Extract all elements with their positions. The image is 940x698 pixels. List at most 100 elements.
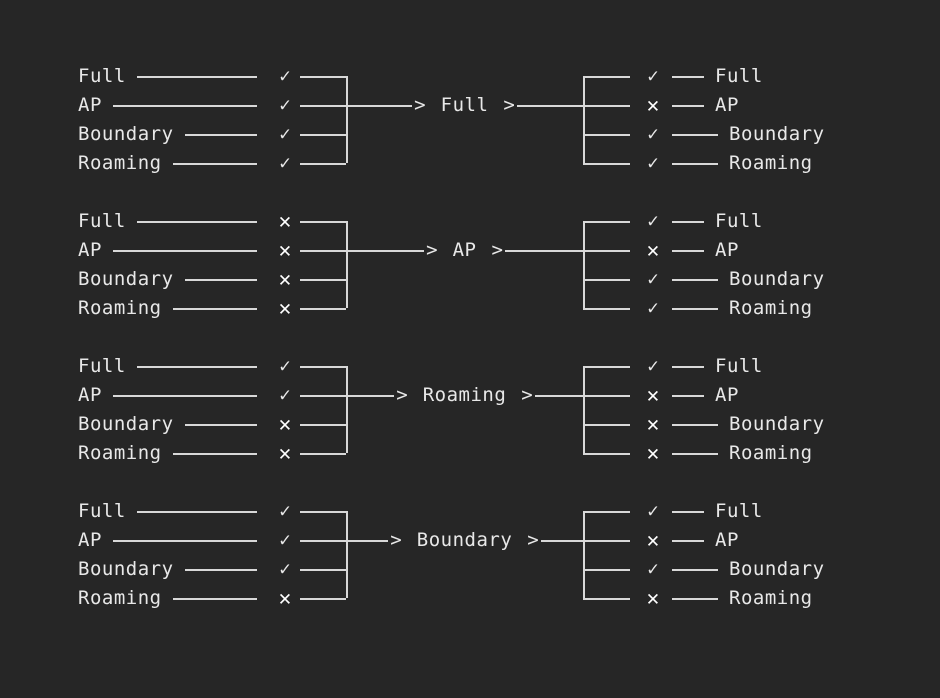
check-icon: ✓ bbox=[279, 558, 291, 580]
incoming-mark-cell: ✕ bbox=[272, 265, 298, 294]
incoming-mark-cell: ✓ bbox=[272, 149, 298, 178]
outgoing-state-label: Roaming bbox=[729, 297, 813, 319]
bracket-stub bbox=[583, 394, 630, 397]
check-icon: ✓ bbox=[647, 355, 659, 377]
leader-line bbox=[172, 452, 257, 455]
leader-line bbox=[112, 394, 257, 397]
connector-line-out bbox=[504, 249, 584, 252]
bracket-spine bbox=[346, 75, 348, 163]
incoming-mark-column: ✕✕✕✕ bbox=[272, 207, 298, 337]
bracket-spine bbox=[583, 220, 585, 308]
outgoing-state-label: Full bbox=[715, 355, 763, 377]
outgoing-state-row: Full bbox=[672, 62, 892, 91]
bracket-stub bbox=[300, 104, 346, 107]
leader-line bbox=[112, 539, 257, 542]
bracket-spine bbox=[583, 75, 585, 163]
outgoing-state-row: Boundary bbox=[672, 120, 892, 149]
bracket-stub bbox=[583, 220, 630, 223]
outgoing-mark-column: ✓✕✓✓ bbox=[640, 62, 666, 192]
outgoing-state-label: Boundary bbox=[729, 558, 825, 580]
leader-line bbox=[112, 104, 257, 107]
check-icon: ✓ bbox=[647, 500, 659, 522]
bracket-stub bbox=[300, 365, 346, 368]
check-icon: ✓ bbox=[647, 123, 659, 145]
incoming-mark-column: ✓✓✕✕ bbox=[272, 352, 298, 482]
outgoing-mark-cell: ✓ bbox=[640, 207, 666, 236]
leader-line bbox=[136, 75, 257, 78]
check-icon: ✓ bbox=[279, 355, 291, 377]
bracket-spine bbox=[583, 510, 585, 598]
incoming-mark-column: ✓ ✓ ✓ ✕ bbox=[272, 497, 298, 627]
cross-icon: ✕ bbox=[646, 586, 660, 610]
connector-line-out bbox=[534, 394, 584, 397]
outgoing-state-label: Full bbox=[715, 500, 763, 522]
incoming-state-label: Boundary bbox=[78, 413, 174, 435]
incoming-mark-cell: ✕ bbox=[272, 584, 298, 613]
arrow-out-icon: > bbox=[491, 239, 503, 261]
bracket-stub bbox=[583, 365, 630, 368]
outgoing-state-row: Roaming bbox=[672, 149, 892, 178]
outgoing-state-label: AP bbox=[715, 384, 739, 406]
bracket-stub bbox=[583, 104, 630, 107]
check-icon: ✓ bbox=[279, 384, 291, 406]
check-icon: ✓ bbox=[279, 500, 291, 522]
outgoing-state-label: Roaming bbox=[729, 587, 813, 609]
tail-line bbox=[672, 307, 718, 310]
incoming-state-label: AP bbox=[78, 239, 102, 261]
cross-icon: ✕ bbox=[646, 93, 660, 117]
arrow-in-icon: > bbox=[414, 94, 426, 116]
outgoing-state-row: AP bbox=[672, 236, 892, 265]
outgoing-mark-cell: ✓ bbox=[640, 497, 666, 526]
arrow-in-icon: > bbox=[426, 239, 438, 261]
outgoing-state-row: Boundary bbox=[672, 410, 892, 439]
tail-line bbox=[672, 278, 718, 281]
incoming-state-row: Roaming bbox=[78, 439, 266, 468]
outgoing-mark-cell: ✓ bbox=[640, 555, 666, 584]
incoming-mark-cell: ✕ bbox=[272, 294, 298, 323]
incoming-state-row: AP bbox=[78, 526, 266, 555]
incoming-state-row: Roaming bbox=[78, 149, 266, 178]
outgoing-state-label: AP bbox=[715, 94, 739, 116]
node-label: Boundary bbox=[416, 529, 513, 551]
incoming-state-row: Boundary bbox=[78, 120, 266, 149]
cross-icon: ✕ bbox=[278, 209, 292, 233]
bracket-stub bbox=[300, 568, 346, 571]
outgoing-mark-cell: ✓ bbox=[640, 352, 666, 381]
incoming-state-label: Boundary bbox=[78, 123, 174, 145]
incoming-state-row: Full bbox=[78, 352, 266, 381]
outgoing-state-label: AP bbox=[715, 239, 739, 261]
tail-line bbox=[672, 249, 704, 252]
outgoing-state-label: Full bbox=[715, 65, 763, 87]
bracket-stub bbox=[300, 162, 346, 165]
incoming-state-row: Boundary bbox=[78, 265, 266, 294]
check-icon: ✓ bbox=[647, 210, 659, 232]
cross-icon: ✕ bbox=[646, 412, 660, 436]
cross-icon: ✕ bbox=[278, 267, 292, 291]
check-icon: ✓ bbox=[279, 94, 291, 116]
outgoing-mark-column: ✓✕✓✓ bbox=[640, 207, 666, 337]
cross-icon: ✕ bbox=[278, 586, 292, 610]
check-icon: ✓ bbox=[279, 529, 291, 551]
tail-line bbox=[672, 394, 704, 397]
arrow-in-icon: > bbox=[396, 384, 408, 406]
leader-line bbox=[136, 510, 257, 513]
outgoing-state-label: Roaming bbox=[729, 442, 813, 464]
incoming-state-label: Boundary bbox=[78, 268, 174, 290]
node-row: >Full> bbox=[346, 91, 584, 120]
connector-line-out bbox=[516, 104, 584, 107]
outgoing-mark-column: ✓✕✕✕ bbox=[640, 352, 666, 482]
tail-line bbox=[672, 510, 704, 513]
node-label: Full bbox=[440, 94, 489, 116]
cross-icon: ✕ bbox=[646, 238, 660, 262]
bracket-stub bbox=[583, 133, 630, 136]
outgoing-state-label: Boundary bbox=[729, 123, 825, 145]
check-icon: ✓ bbox=[279, 152, 291, 174]
incoming-state-label: Roaming bbox=[78, 297, 162, 319]
